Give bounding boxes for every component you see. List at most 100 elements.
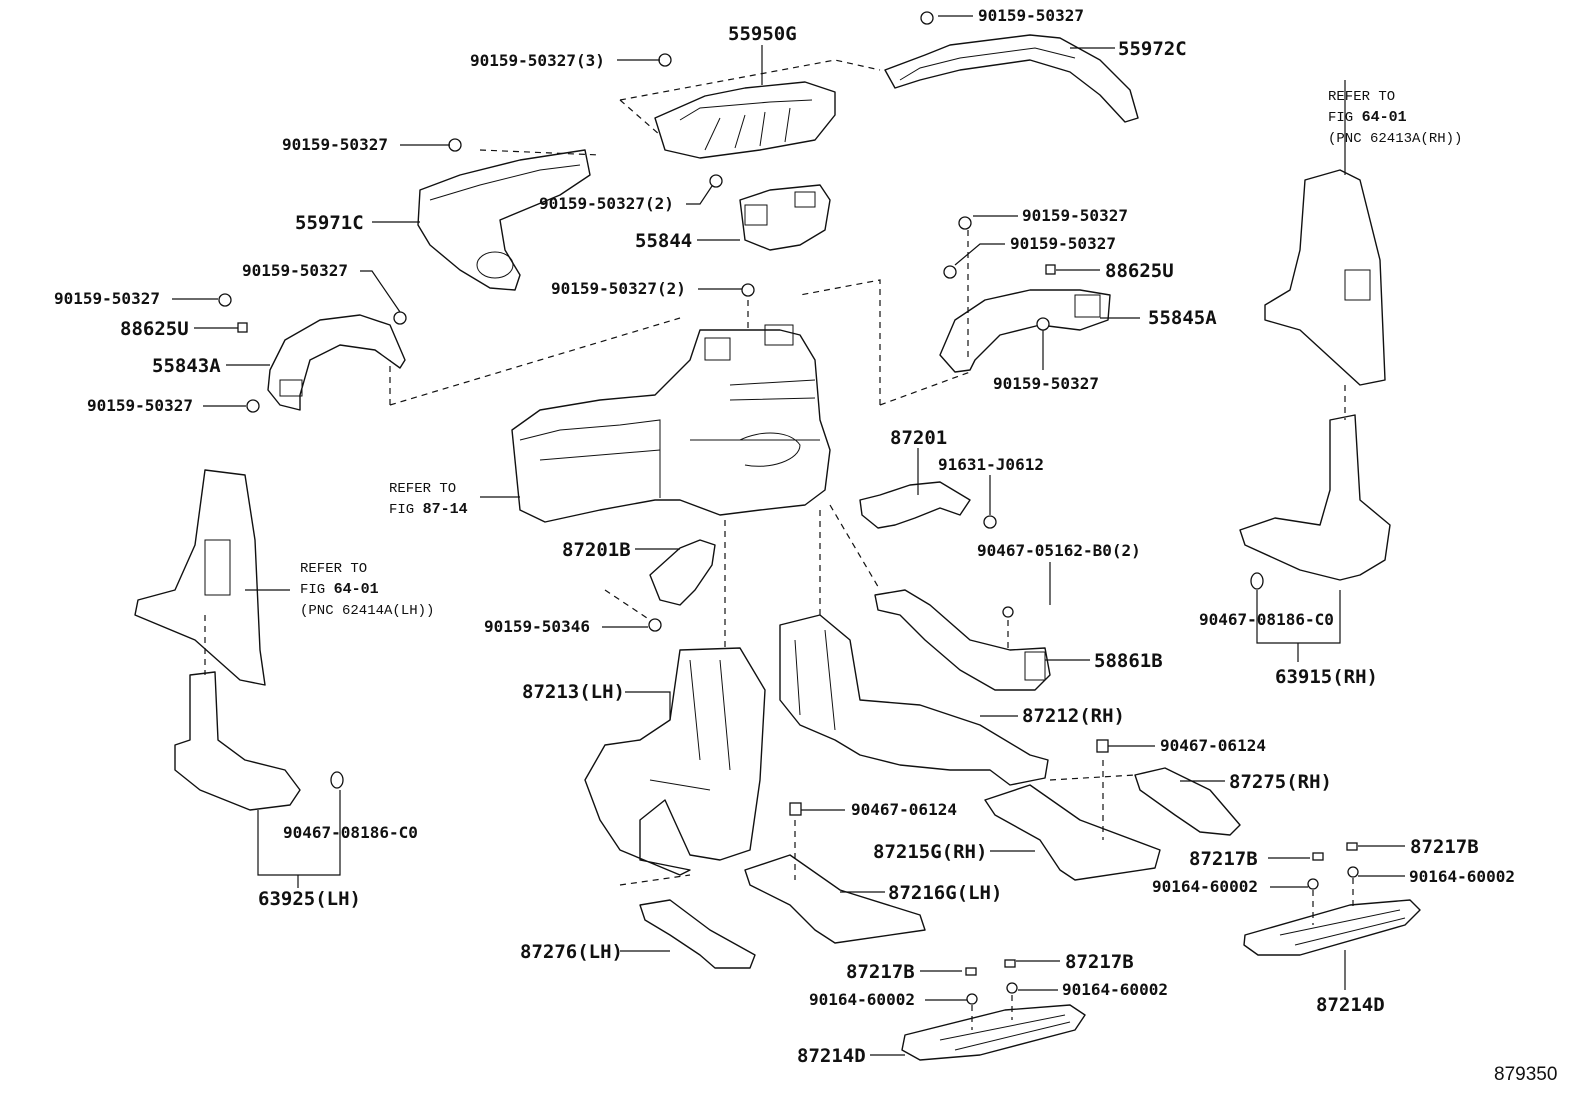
bolt-icon[interactable] (448, 138, 462, 152)
clip-icon[interactable] (1250, 572, 1264, 590)
label-90159-50327-3[interactable]: 90159-50327(3) (470, 51, 605, 70)
screw-icon[interactable] (1347, 866, 1359, 878)
screw-icon[interactable] (966, 993, 978, 1005)
bolt-icon[interactable] (246, 399, 260, 413)
label-90159-50327-55845-bottom[interactable]: 90159-50327 (993, 374, 1099, 393)
label-87213-LH[interactable]: 87213(LH) (522, 681, 625, 703)
nut-icon[interactable] (789, 802, 802, 816)
bolt-icon[interactable] (218, 293, 232, 307)
clip-icon[interactable] (1346, 842, 1358, 851)
clip-icon[interactable] (330, 771, 344, 789)
clip-icon[interactable] (965, 967, 977, 976)
label-90467-05162-B0-2[interactable]: 90467-05162-B0(2) (977, 541, 1141, 560)
part-pillar-garnish-rh[interactable] (1264, 169, 1386, 386)
label-91631-J0612[interactable]: 91631-J0612 (938, 455, 1044, 474)
bolt-icon[interactable] (658, 53, 672, 67)
part-87214D-register-lh[interactable] (901, 1004, 1086, 1061)
label-63925-LH[interactable]: 63925(LH) (258, 888, 361, 910)
label-87212-RH[interactable]: 87212(RH) (1022, 705, 1125, 727)
clip-icon[interactable] (1004, 959, 1016, 968)
part-87215G-duct-rh[interactable] (984, 784, 1161, 881)
part-87216G-duct-lh[interactable] (744, 854, 926, 944)
label-90164-60002-bottom-a[interactable]: 90164-60002 (809, 990, 915, 1009)
label-87214D-right[interactable]: 87214D (1316, 994, 1385, 1016)
part-pillar-garnish-lh[interactable] (134, 469, 266, 686)
part-55971C-side-duct-lh[interactable] (417, 149, 591, 291)
part-58861B-duct[interactable] (874, 589, 1051, 691)
clip-icon[interactable] (1002, 606, 1014, 618)
label-87201B[interactable]: 87201B (562, 539, 631, 561)
ref-rh-line2[interactable]: FIG 64-01 (1328, 109, 1407, 126)
label-87214D-bottom[interactable]: 87214D (797, 1045, 866, 1067)
label-55845A[interactable]: 55845A (1148, 307, 1217, 329)
nut-icon[interactable] (1096, 739, 1109, 753)
label-58861B[interactable]: 58861B (1094, 650, 1163, 672)
label-90159-50346[interactable]: 90159-50346 (484, 617, 590, 636)
part-55845A-duct[interactable] (939, 289, 1111, 373)
part-87214D-register-rh[interactable] (1243, 899, 1421, 956)
part-55950G-center-duct[interactable] (654, 81, 836, 159)
clip-icon[interactable] (1312, 852, 1324, 861)
screw-icon[interactable] (1006, 982, 1018, 994)
label-55950G[interactable]: 55950G (728, 23, 797, 45)
label-87275-RH[interactable]: 87275(RH) (1229, 771, 1332, 793)
label-90164-60002-right-b[interactable]: 90164-60002 (1409, 867, 1515, 886)
label-88625U-left[interactable]: 88625U (120, 318, 189, 340)
label-90467-06124-right[interactable]: 90467-06124 (1160, 736, 1266, 755)
bolt-icon[interactable] (958, 216, 972, 230)
ref-lh-line2[interactable]: FIG 64-01 (300, 581, 379, 598)
bolt-icon[interactable] (648, 618, 662, 632)
bolt-icon[interactable] (393, 311, 407, 325)
label-87217B-bottom-b[interactable]: 87217B (1065, 951, 1134, 973)
ref-heater-line2[interactable]: FIG 87-14 (389, 501, 468, 518)
clip-icon[interactable] (1045, 264, 1056, 275)
part-heater-unit-assembly[interactable] (511, 324, 831, 523)
label-90159-50327-2-upper[interactable]: 90159-50327(2) (539, 194, 674, 213)
label-55843A[interactable]: 55843A (152, 355, 221, 377)
label-87217B-bottom-a[interactable]: 87217B (846, 961, 915, 983)
label-55971C[interactable]: 55971C (295, 212, 364, 234)
part-63915-duct-rh[interactable] (1239, 414, 1391, 581)
label-90159-50327-2-lower[interactable]: 90159-50327(2) (551, 279, 686, 298)
part-55843A-duct[interactable] (267, 314, 406, 411)
label-87216G-LH[interactable]: 87216G(LH) (888, 882, 1002, 904)
part-63925-duct-lh[interactable] (174, 671, 301, 811)
part-55844-register[interactable] (739, 184, 831, 251)
label-90159-50327-55843-top[interactable]: 90159-50327 (242, 261, 348, 280)
label-55844[interactable]: 55844 (635, 230, 692, 252)
label-90159-50327-55843-left[interactable]: 90159-50327 (54, 289, 160, 308)
part-87275-rear-duct-rh[interactable] (1134, 767, 1241, 836)
bolt-icon[interactable] (920, 11, 934, 25)
bolt-icon[interactable] (983, 515, 997, 529)
label-90467-06124-mid[interactable]: 90467-06124 (851, 800, 957, 819)
label-87276-LH[interactable]: 87276(LH) (520, 941, 623, 963)
label-87201[interactable]: 87201 (890, 427, 947, 449)
label-90159-50327-55971[interactable]: 90159-50327 (282, 135, 388, 154)
label-87217B-right-b[interactable]: 87217B (1410, 836, 1479, 858)
label-55972C[interactable]: 55972C (1118, 38, 1187, 60)
label-90467-08186-C0-lh[interactable]: 90467-08186-C0 (283, 823, 418, 842)
part-87201B-duct[interactable] (649, 539, 716, 606)
label-90159-50327-55845-top2[interactable]: 90159-50327 (1010, 234, 1116, 253)
label-87215G-RH[interactable]: 87215G(RH) (873, 841, 987, 863)
label-90467-08186-C0-rh[interactable]: 90467-08186-C0 (1199, 610, 1334, 629)
part-87213-floor-duct-lh[interactable] (584, 647, 766, 876)
bolt-icon[interactable] (1036, 317, 1050, 331)
label-90159-50327-55845-top1[interactable]: 90159-50327 (1022, 206, 1128, 225)
part-87276-rear-duct-lh[interactable] (639, 899, 756, 969)
part-87212-floor-duct-rh[interactable] (779, 614, 1049, 786)
label-90164-60002-right-a[interactable]: 90164-60002 (1152, 877, 1258, 896)
label-90164-60002-bottom-b[interactable]: 90164-60002 (1062, 980, 1168, 999)
part-87201-duct[interactable] (859, 481, 971, 529)
clip-icon[interactable] (237, 322, 248, 333)
label-63915-RH[interactable]: 63915(RH) (1275, 666, 1378, 688)
bolt-icon[interactable] (741, 283, 755, 297)
label-87217B-right-a[interactable]: 87217B (1189, 848, 1258, 870)
label-90159-50327-top[interactable]: 90159-50327 (978, 6, 1084, 25)
label-88625U-right[interactable]: 88625U (1105, 260, 1174, 282)
label-90159-50327-55843-bottom[interactable]: 90159-50327 (87, 396, 193, 415)
bolt-icon[interactable] (943, 265, 957, 279)
screw-icon[interactable] (1307, 878, 1319, 890)
part-55972C-side-duct-rh[interactable] (884, 34, 1139, 123)
bolt-icon[interactable] (709, 174, 723, 188)
